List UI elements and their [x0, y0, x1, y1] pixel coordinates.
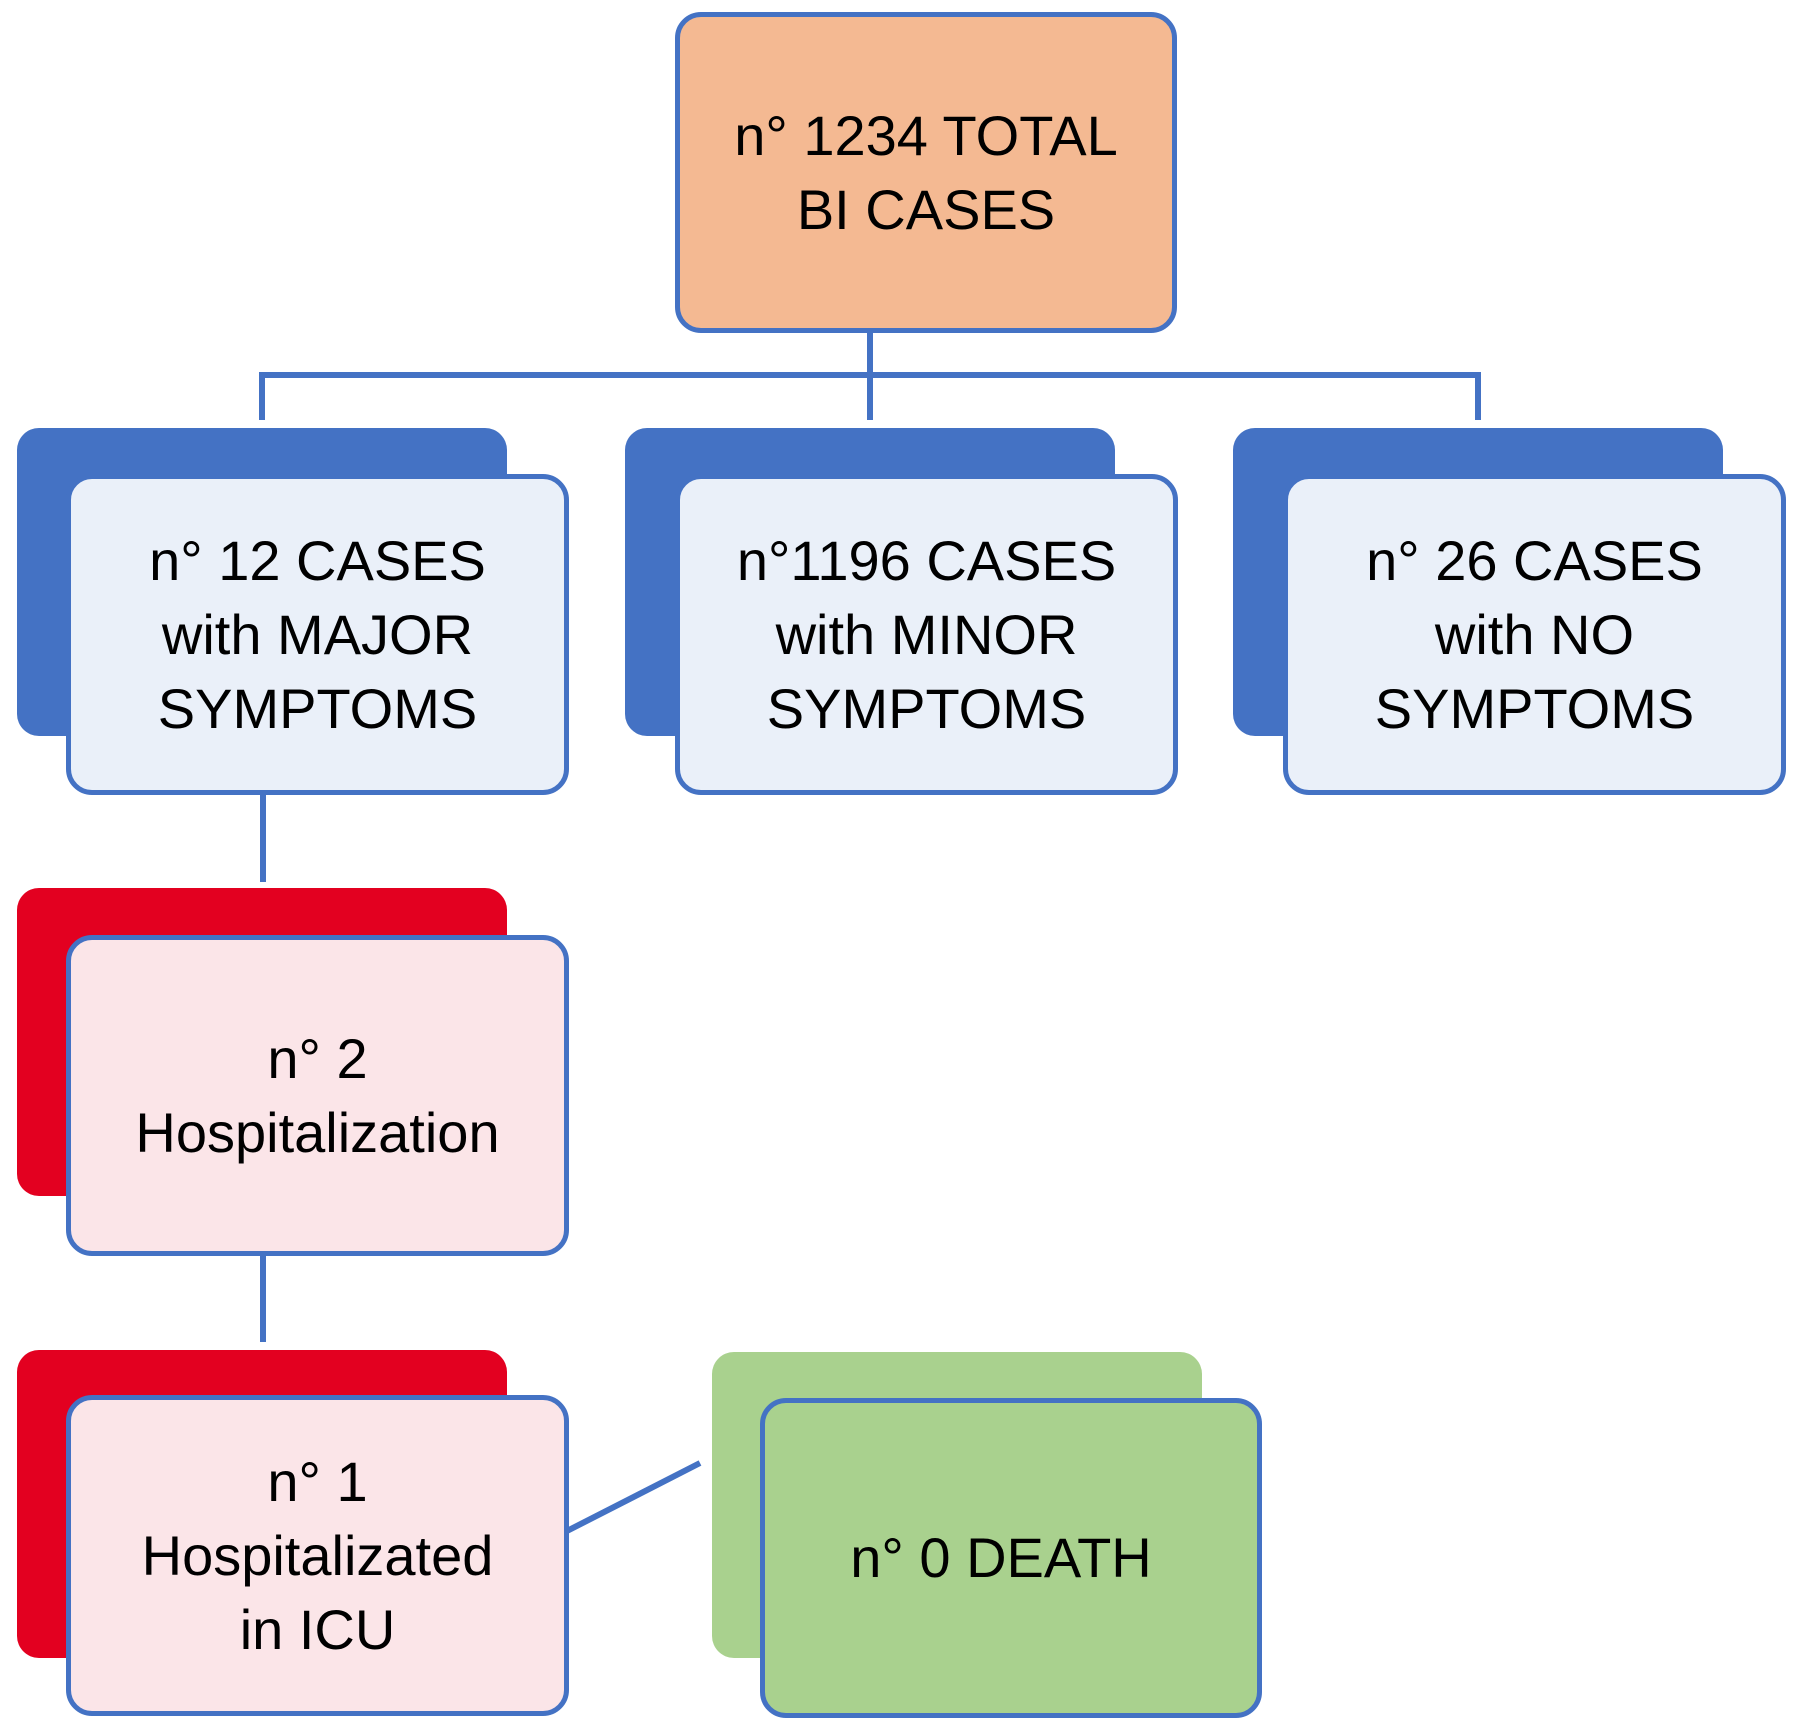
icu-label: n° 1 Hospitalizated in ICU [66, 1395, 569, 1716]
major-label-line3: SYMPTOMS [157, 676, 478, 740]
major-front-card [66, 474, 569, 795]
hospitalization-front-card [66, 935, 569, 1256]
hospitalization-label: n° 2 Hospitalization [66, 935, 569, 1256]
root-label: n° 1234 TOTAL BI CASES [675, 12, 1177, 333]
minor-label: n°1196 CASES with MINOR SYMPTOMS [675, 474, 1178, 795]
major-label-line1: n° 12 CASES [149, 528, 486, 592]
minor-label-line1: n°1196 CASES [736, 528, 1117, 592]
none-front-card [1283, 474, 1786, 795]
icu-label-line1: n° 1 [267, 1449, 368, 1513]
icu-front-card [66, 1395, 569, 1716]
major-label: n° 12 CASES with MAJOR SYMPTOMS [66, 474, 569, 795]
none-label-line1: n° 26 CASES [1366, 528, 1703, 592]
root-label-line2: BI CASES [796, 177, 1056, 241]
root-box [675, 12, 1177, 333]
minor-label-line3: SYMPTOMS [766, 676, 1087, 740]
icu-label-line3: in ICU [239, 1597, 396, 1661]
death-front-card [760, 1398, 1262, 1718]
icu-label-line2: Hospitalizated [141, 1523, 494, 1587]
none-label-line3: SYMPTOMS [1374, 676, 1695, 740]
hospitalization-label-line2: Hospitalization [135, 1100, 500, 1164]
minor-front-card [675, 474, 1178, 795]
death-label: n° 0 DEATH [760, 1398, 1262, 1718]
hospitalization-label-line1: n° 2 [267, 1026, 368, 1090]
root-label-line1: n° 1234 TOTAL [734, 103, 1118, 167]
death-label-line1: n° 0 DEATH [850, 1526, 1152, 1589]
major-label-line2: with MAJOR [161, 602, 474, 666]
none-label-line2: with NO [1434, 602, 1635, 666]
none-label: n° 26 CASES with NO SYMPTOMS [1283, 474, 1786, 795]
minor-label-line2: with MINOR [775, 602, 1078, 666]
